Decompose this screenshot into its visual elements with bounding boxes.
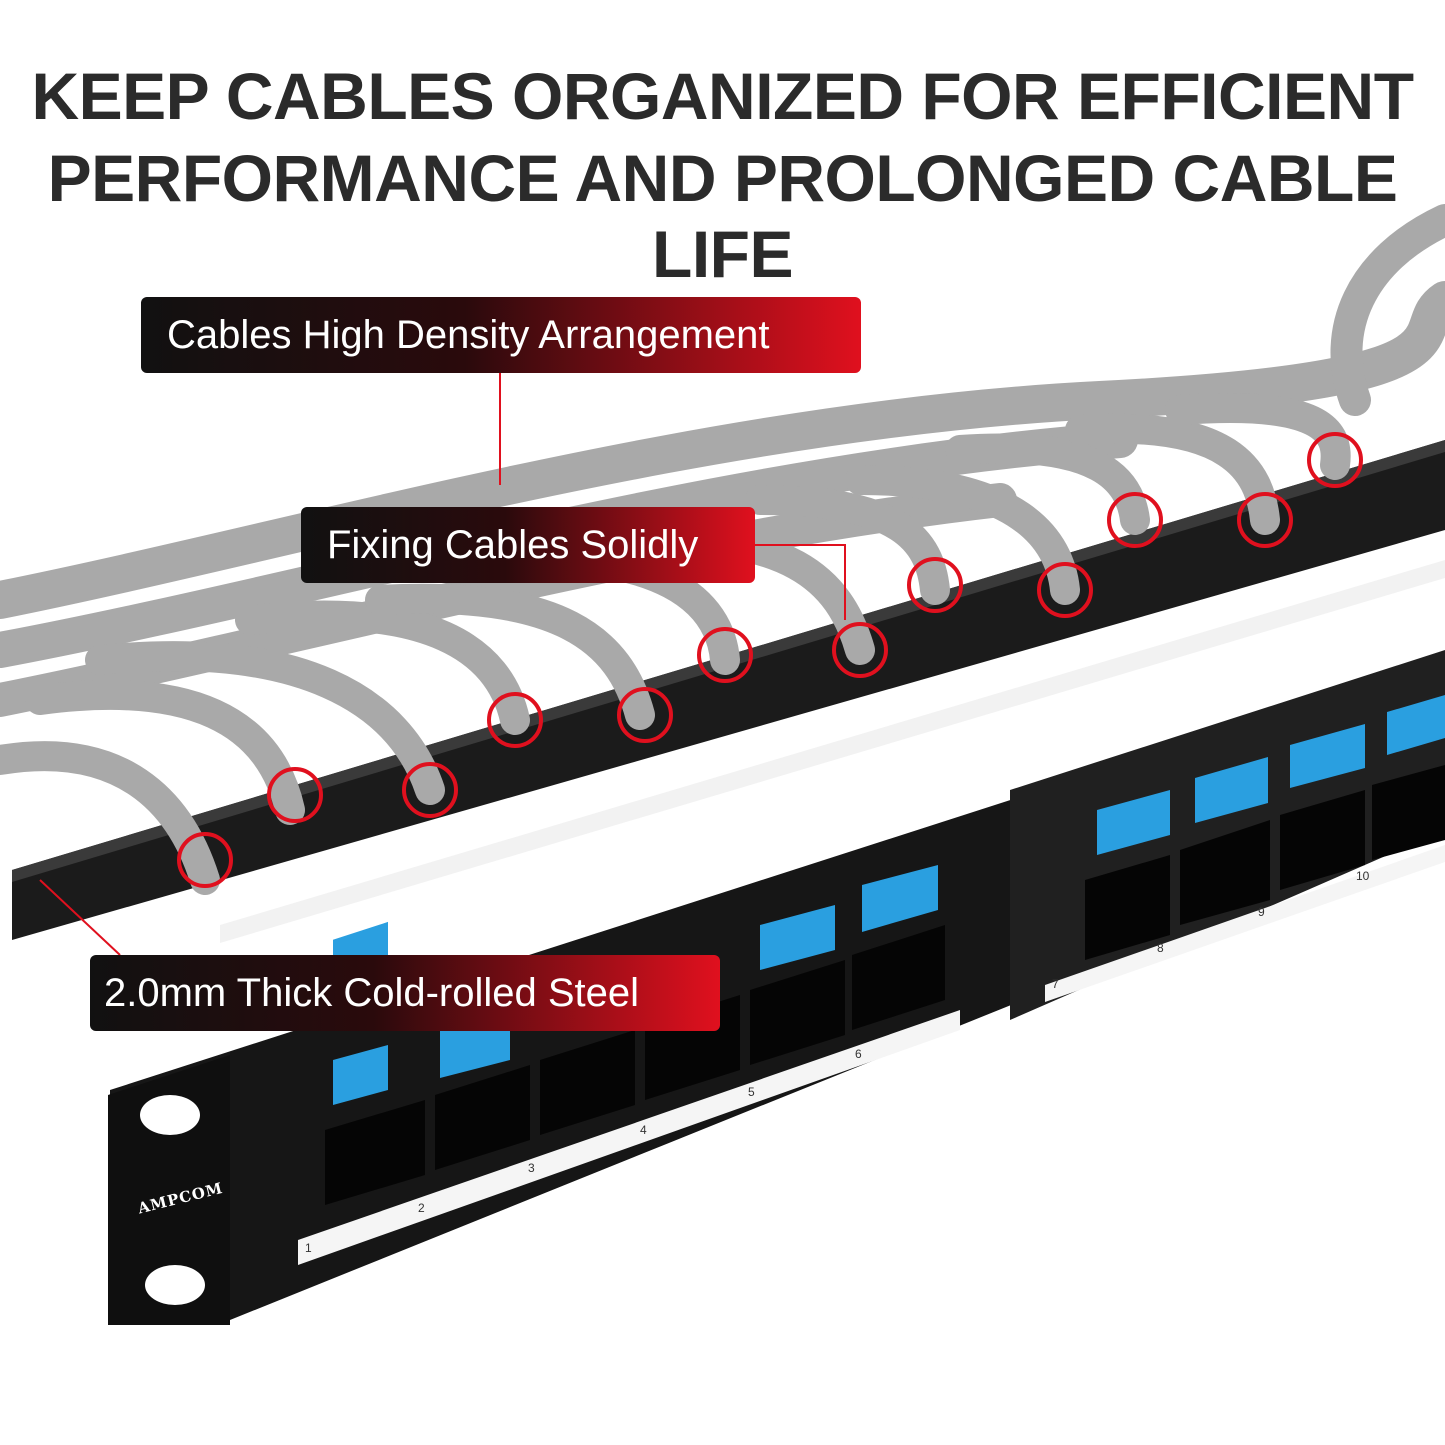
headline-line-1: KEEP CABLES ORGANIZED FOR EFFICIENT xyxy=(31,59,1414,133)
port-label-8: 8 xyxy=(1157,941,1164,955)
port-label-5: 5 xyxy=(748,1085,755,1099)
port-label-9: 9 xyxy=(1258,905,1265,919)
port-label-6: 6 xyxy=(855,1047,862,1061)
port-label-7: 7 xyxy=(1052,977,1059,991)
callout-high-density: Cables High Density Arrangement xyxy=(141,297,861,373)
mounting-hole-bottom xyxy=(145,1265,205,1305)
cable-management-bar xyxy=(12,440,1445,940)
mounting-ear xyxy=(108,1055,230,1325)
headline-line-2: PERFORMANCE AND PROLONGED CABLE LIFE xyxy=(47,141,1398,291)
label-strip-right xyxy=(1045,845,1445,1002)
callout-steel-thickness: 2.0mm Thick Cold-rolled Steel xyxy=(90,955,720,1031)
port-label-3: 3 xyxy=(528,1161,535,1175)
port-dust-covers xyxy=(333,695,1445,1105)
callout-fixing-cables: Fixing Cables Solidly xyxy=(301,507,755,583)
port-numbers: 1 2 3 4 5 6 7 8 9 10 xyxy=(305,869,1370,1255)
port-label-4: 4 xyxy=(640,1123,647,1137)
port-label-10: 10 xyxy=(1356,869,1370,883)
port-label-1: 1 xyxy=(305,1241,312,1255)
port-label-2: 2 xyxy=(418,1201,425,1215)
cable-clips xyxy=(177,432,1363,888)
label-strip-left xyxy=(298,1010,960,1265)
mounting-hole-top xyxy=(140,1095,200,1135)
callout-leader-lines xyxy=(39,373,846,956)
comb-teeth xyxy=(220,560,1445,943)
